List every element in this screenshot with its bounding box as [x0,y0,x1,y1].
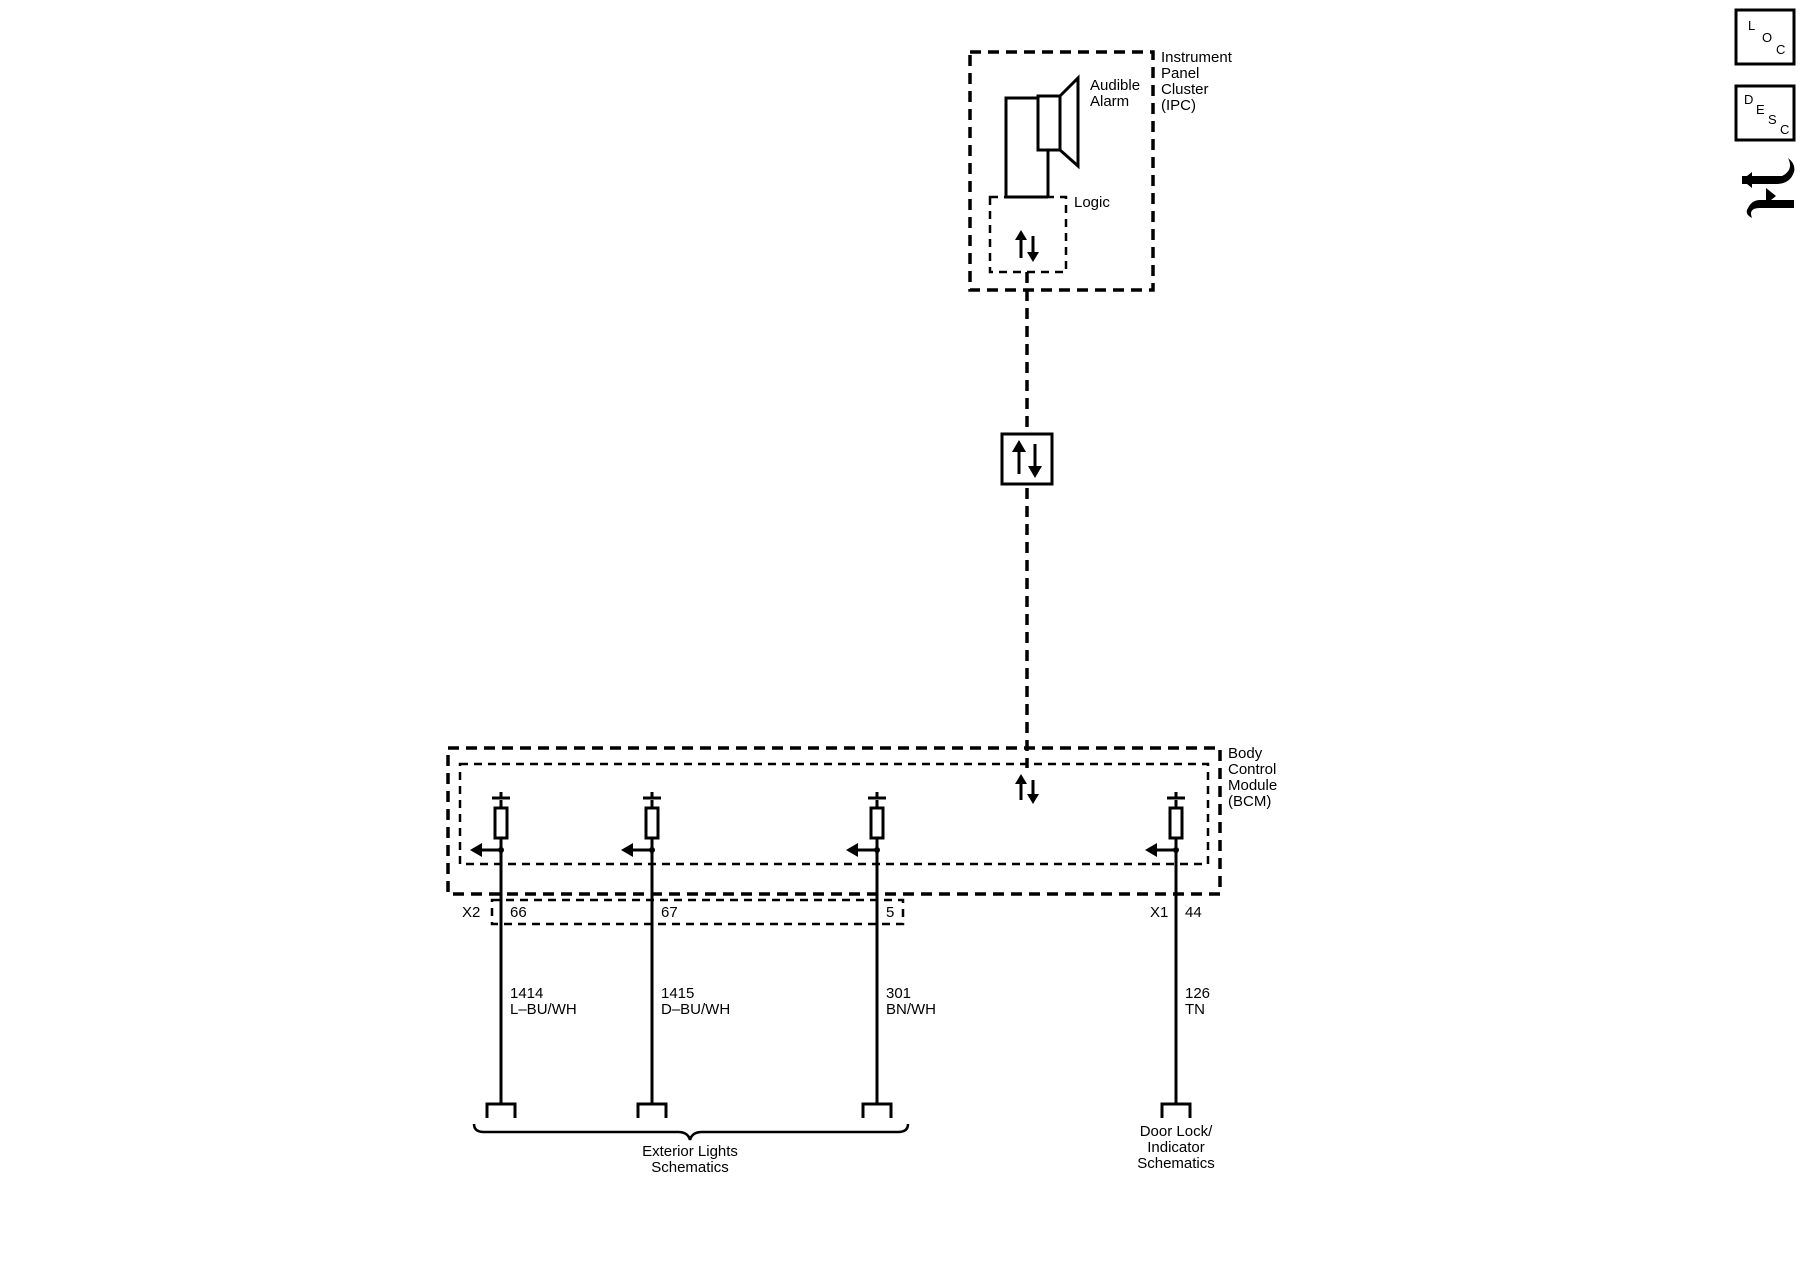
circuit-1415-color: D–BU/WH [661,1001,730,1018]
circuit-126-color: TN [1185,1001,1205,1018]
bcm-output-driver-icon [1145,792,1185,857]
ipc-module: Instrument Panel Cluster (IPC) Audible A… [968,49,1233,292]
bcm-name-line1: Body [1228,745,1263,762]
circuit-67: 67 1415 D–BU/WH [621,792,730,1118]
circuit-1415-number: 1415 [661,985,694,1002]
ipc-name-line4: (IPC) [1161,97,1196,114]
desc-letter-d: D [1744,92,1753,107]
circuit-5: 5 301 BN/WH [846,792,936,1118]
alarm-label-line1: Audible [1090,77,1140,94]
connector-terminal-icon [485,1102,517,1118]
pin-66-label: 66 [510,904,527,921]
bcm-name-line2: Control [1228,761,1276,778]
x2-connector-boundary [490,898,905,926]
bcm-outer-boundary [446,746,1222,896]
audible-alarm-speaker-icon [1004,74,1080,199]
alarm-label-line2: Alarm [1090,93,1129,110]
desc-button[interactable]: D E S C [1734,84,1796,142]
connector-terminal-icon [636,1102,668,1118]
bcm-output-driver-icon [846,792,886,857]
door-lock-reference[interactable]: Door Lock/ Indicator Schematics [1137,1123,1215,1172]
bcm-output-driver-icon [470,792,510,857]
loc-button[interactable]: L O C [1734,8,1796,66]
bcm-data-arrows-icon [1015,774,1039,804]
desc-letter-e: E [1756,102,1765,117]
exterior-lights-line2: Schematics [651,1159,729,1176]
bcm-output-driver-icon [621,792,661,857]
door-lock-line2: Indicator [1147,1139,1205,1156]
bcm-name-line4: (BCM) [1228,793,1271,810]
loc-letter-l: L [1748,18,1755,33]
brace-icon [472,1123,910,1141]
circuit-126-number: 126 [1185,985,1210,1002]
ipc-data-arrows-icon [1015,230,1039,262]
exterior-lights-reference[interactable]: Exterior Lights Schematics [472,1123,910,1176]
x2-connector-label: X2 [462,904,480,921]
circuit-301-color: BN/WH [886,1001,936,1018]
circuit-301-number: 301 [886,985,911,1002]
ipc-name-line1: Instrument [1161,49,1233,66]
desc-letter-s: S [1768,112,1777,127]
circuit-44: 44 126 TN [1145,792,1210,1118]
loc-letter-o: O [1762,30,1772,45]
door-lock-line1: Door Lock/ [1140,1123,1213,1140]
x1-connector-label: X1 [1150,904,1168,921]
bcm-module: Body Control Module (BCM) [446,745,1277,926]
circuit-66: 66 1414 L–BU/WH [470,792,577,1118]
diagnostic-wrench-icon[interactable] [1742,158,1795,218]
bcm-name-line3: Module [1228,777,1277,794]
exterior-lights-line1: Exterior Lights [642,1143,738,1160]
logic-label: Logic [1074,194,1110,211]
ipc-boundary [968,50,1155,292]
pin-5-label: 5 [886,904,894,921]
door-lock-line3: Schematics [1137,1155,1215,1172]
connector-terminal-icon [861,1102,893,1118]
pin-67-label: 67 [661,904,678,921]
ipc-logic-boundary [988,195,1068,274]
ipc-name-line3: Cluster [1161,81,1209,98]
bcm-inner-boundary [458,762,1210,866]
circuit-1414-number: 1414 [510,985,543,1002]
loc-letter-c: C [1776,42,1785,57]
connector-terminal-icon [1160,1102,1192,1118]
serial-data-symbol-icon [1000,432,1054,486]
desc-letter-c: C [1780,122,1789,137]
ipc-name-line2: Panel [1161,65,1199,82]
circuit-1414-color: L–BU/WH [510,1001,577,1018]
pin-44-label: 44 [1185,904,1202,921]
